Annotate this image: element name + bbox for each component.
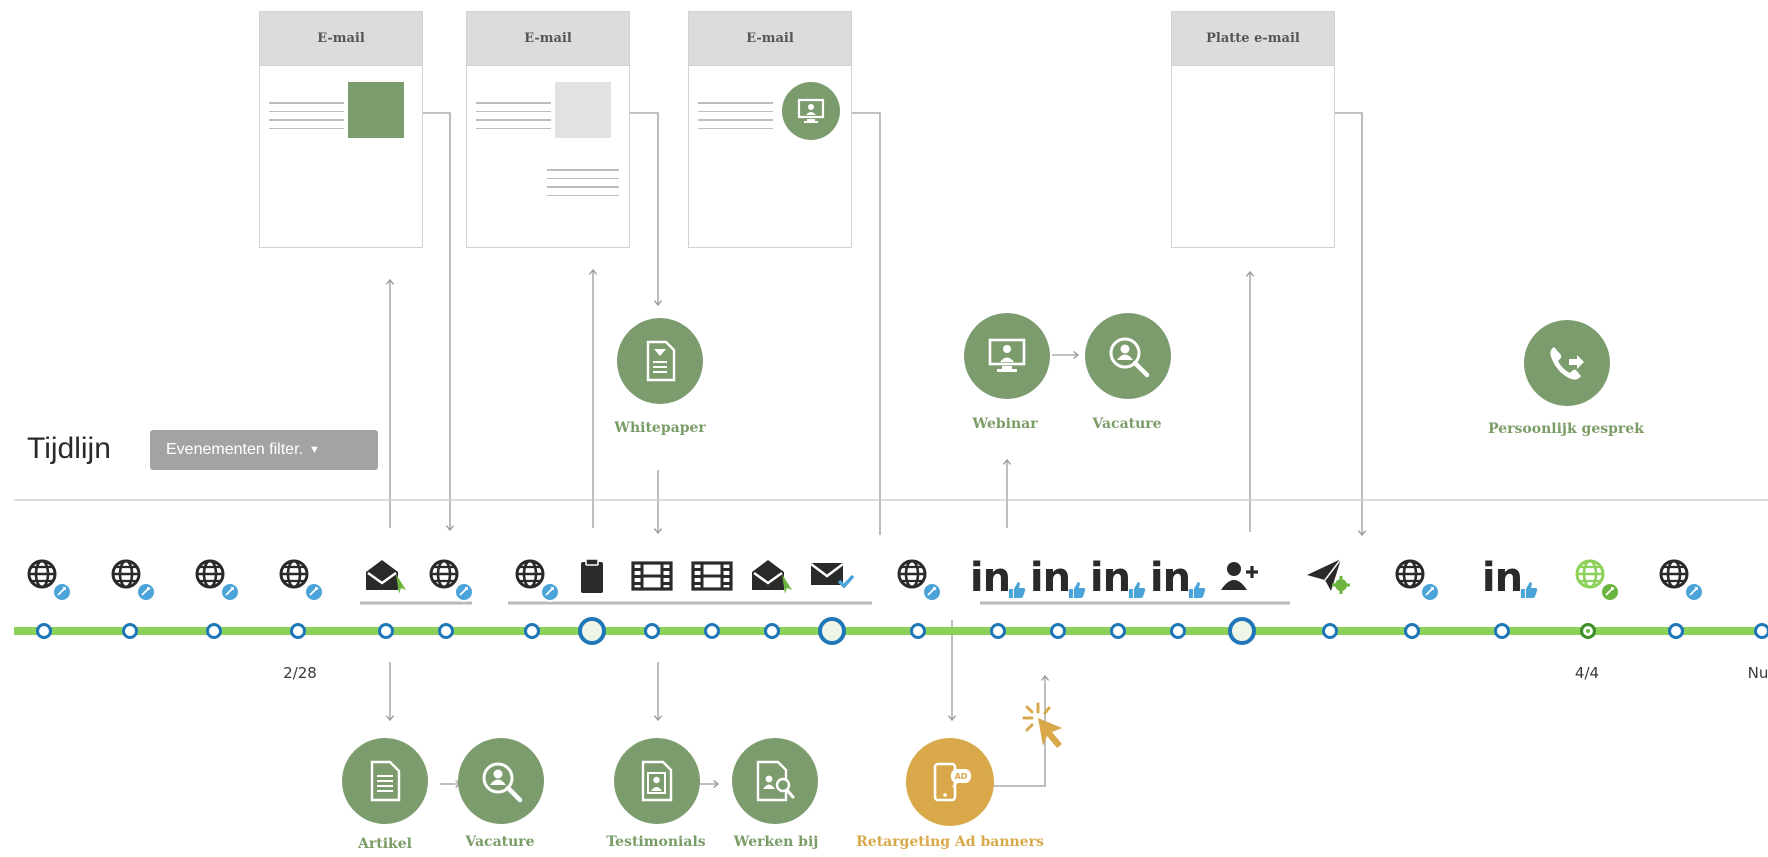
timeline-node[interactable] xyxy=(910,623,926,639)
linkedin-icon[interactable]: in xyxy=(1482,558,1538,598)
linkedin-icon[interactable]: in xyxy=(1090,558,1146,598)
timeline-node[interactable] xyxy=(36,623,52,639)
timeline-node[interactable] xyxy=(1754,623,1768,639)
globe-icon[interactable] xyxy=(428,558,474,602)
retargeting-label: Retargeting Ad banners xyxy=(856,834,1044,850)
email-card-title: Platte e-mail xyxy=(1172,12,1334,66)
globe-icon[interactable] xyxy=(110,558,156,602)
vacature-label: Vacature xyxy=(465,834,535,850)
vacature-icon[interactable] xyxy=(458,738,544,824)
timeline-node[interactable] xyxy=(1170,623,1186,639)
mail-check-icon[interactable] xyxy=(809,559,855,597)
globe-icon[interactable] xyxy=(514,558,560,602)
linkedin-icon[interactable]: in xyxy=(970,558,1026,598)
testimonial-icon[interactable] xyxy=(614,738,700,824)
email-card-3[interactable]: E-mail xyxy=(688,11,852,248)
email-card-plain[interactable]: Platte e-mail xyxy=(1171,11,1335,248)
date-label: Nu xyxy=(1747,664,1768,682)
timeline-node[interactable] xyxy=(704,623,720,639)
globe-icon[interactable] xyxy=(1394,558,1440,602)
timeline-node[interactable] xyxy=(206,623,222,639)
timeline-node[interactable] xyxy=(764,623,780,639)
persoonlijk-gesprek-label: Persoonlijk gesprek xyxy=(1488,421,1644,437)
film-icon[interactable] xyxy=(691,560,733,596)
timeline-node[interactable] xyxy=(1322,623,1338,639)
email-card-title: E-mail xyxy=(467,12,629,66)
article-icon[interactable] xyxy=(342,738,428,824)
page-title: Tijdlijn xyxy=(27,432,111,465)
send-gear-icon[interactable] xyxy=(1305,557,1351,599)
timeline-node[interactable] xyxy=(438,623,454,639)
mail-open-icon[interactable] xyxy=(750,558,794,598)
email-card-2[interactable]: E-mail xyxy=(466,11,630,248)
artikel-label: Artikel xyxy=(358,836,412,852)
timeline-node[interactable] xyxy=(1050,623,1066,639)
mail-open-icon[interactable] xyxy=(364,558,408,598)
werken-bij-icon[interactable] xyxy=(732,738,818,824)
timeline-node[interactable] xyxy=(524,623,540,639)
globe-icon[interactable] xyxy=(278,558,324,602)
email-text-lines xyxy=(269,102,344,136)
email-green-image xyxy=(348,82,404,138)
email-grey-image xyxy=(555,82,611,138)
ad-phone-icon[interactable]: AD xyxy=(906,738,994,826)
event-filter-label: Evenementen filter. xyxy=(166,441,303,458)
linkedin-icon[interactable]: in xyxy=(1150,558,1206,598)
timeline-node[interactable] xyxy=(290,623,306,639)
cursor-click-icon xyxy=(1018,700,1078,764)
whitepaper-icon[interactable] xyxy=(617,318,703,404)
timeline-node[interactable] xyxy=(1110,623,1126,639)
timeline-node[interactable] xyxy=(1668,623,1684,639)
webinar-icon[interactable] xyxy=(964,313,1050,399)
webinar-label: Webinar xyxy=(972,416,1038,432)
svg-text:AD: AD xyxy=(955,772,968,781)
email-text-lines xyxy=(698,102,773,136)
email-card-title: E-mail xyxy=(260,12,422,66)
phone-forward-icon[interactable] xyxy=(1524,320,1610,406)
event-filter-dropdown[interactable]: Evenementen filter. ▼ xyxy=(150,430,378,470)
globe-icon[interactable] xyxy=(26,558,72,602)
linkedin-icon[interactable]: in xyxy=(1030,558,1086,598)
timeline-node[interactable] xyxy=(1228,617,1256,645)
whitepaper-label: Whitepaper xyxy=(614,420,706,436)
werken-bij-label: Werken bij xyxy=(733,834,819,850)
timeline-node[interactable] xyxy=(644,623,660,639)
timeline-node[interactable] xyxy=(378,623,394,639)
globe-icon[interactable] xyxy=(194,558,240,602)
timeline-track xyxy=(14,627,1768,635)
caret-down-icon: ▼ xyxy=(308,444,320,456)
film-icon[interactable] xyxy=(631,560,673,596)
date-label: 4/4 xyxy=(1574,664,1600,682)
timeline-node[interactable] xyxy=(990,623,1006,639)
timeline-node[interactable] xyxy=(122,623,138,639)
timeline-node[interactable] xyxy=(1404,623,1420,639)
timeline-node[interactable] xyxy=(818,617,846,645)
email-text-lines xyxy=(476,102,551,136)
date-label: 2/28 xyxy=(283,664,317,682)
email-card-title: E-mail xyxy=(689,12,851,66)
testimonials-label: Testimonials xyxy=(606,834,706,850)
globe-icon[interactable] xyxy=(896,558,942,602)
globe-green-icon[interactable] xyxy=(1574,558,1620,602)
email-text-lines xyxy=(547,169,619,203)
vacature-icon[interactable] xyxy=(1085,313,1171,399)
vacature-label: Vacature xyxy=(1092,416,1162,432)
webinar-icon xyxy=(782,82,840,140)
timeline-node[interactable] xyxy=(1580,623,1596,639)
globe-icon[interactable] xyxy=(1658,558,1704,602)
timeline-node[interactable] xyxy=(578,617,606,645)
email-card-1[interactable]: E-mail xyxy=(259,11,423,248)
add-user-icon[interactable] xyxy=(1220,560,1260,596)
clipboard-icon[interactable] xyxy=(579,557,605,599)
timeline-node[interactable] xyxy=(1494,623,1510,639)
